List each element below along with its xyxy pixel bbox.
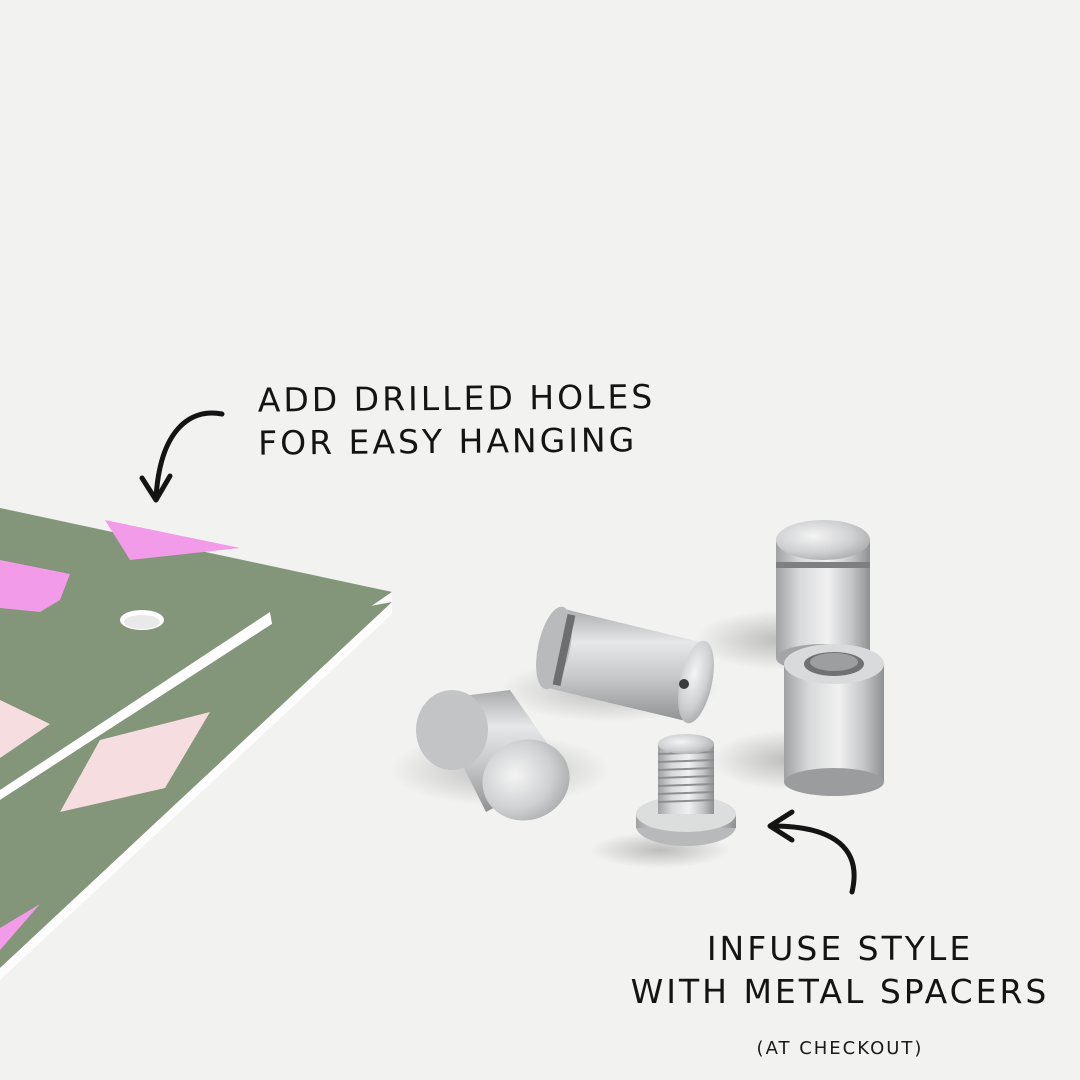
metal-spacers [390,520,884,868]
spacer-barrel-lying [536,606,714,724]
spacer-screw [636,734,736,846]
drilled-holes-line-2: FOR EASY HANGING [258,420,638,463]
checkout-note: (AT CHECKOUT) [756,1038,924,1059]
front-panel [0,560,272,800]
spacer-cap-lying [416,690,570,821]
arrow-up-left-icon [767,809,857,895]
lower-panel-area [0,602,392,980]
drilled-holes-line-1: ADD DRILLED HOLES [257,377,656,420]
metal-spacers-line-1: INFUSE STYLE [706,929,974,968]
metal-spacers-caption: INFUSE STYLE WITH METAL SPACERS [630,928,1050,1014]
metal-spacers-line-2: WITH METAL SPACERS [630,971,1050,1011]
acrylic-print-panels [0,508,392,980]
spacer-barrel-standing [784,644,884,796]
drilled-holes-caption: ADD DRILLED HOLES FOR EASY HANGING [257,376,656,465]
arrow-down-left-icon [139,410,225,503]
